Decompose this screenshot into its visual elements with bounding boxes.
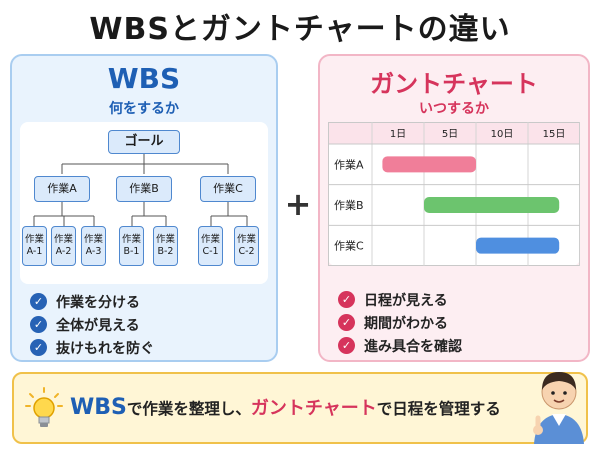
wbs-heading: WBS: [107, 62, 181, 95]
gantt-subheading: いつするか: [419, 101, 489, 117]
gantt-bar: [476, 237, 560, 254]
wbs-benefit-list: ✓作業を分ける ✓全体が見える ✓抜けもれを防ぐ: [30, 290, 154, 359]
wbs-connector-lines: [33, 154, 248, 226]
gantt-bar: [424, 197, 560, 213]
gantt-column-label: 15日: [543, 129, 566, 140]
list-item: ✓抜けもれを防ぐ: [30, 336, 154, 359]
check-circle-icon: ✓: [30, 339, 47, 356]
list-item: ✓進み具合を確認: [338, 334, 462, 357]
gantt-panel: ガントチャート いつするか 1日 5日 10日 15日作業A 作業B 作業C ✓日程が見え…: [318, 54, 590, 362]
list-item: ✓期間がわかる: [338, 311, 462, 334]
plus-sign: +: [284, 185, 312, 223]
wbs-panel: WBS 何をするか: [10, 54, 278, 362]
wbs-task-a: 作業A: [34, 176, 90, 202]
check-circle-icon: ✓: [338, 337, 355, 354]
gantt-bar: [382, 156, 476, 173]
gantt-row-label: 作業A: [334, 158, 364, 171]
summary-text: WBSで作業を整理し、ガントチャートで日程を管理する: [70, 395, 501, 420]
gantt-heading: ガントチャート: [370, 70, 538, 98]
check-circle-icon: ✓: [338, 291, 355, 308]
gantt-chart: 1日 5日 10日 15日作業A 作業B 作業C: [328, 122, 581, 266]
gantt-row-label: 作業B: [334, 199, 364, 212]
person-pointing-illustration: [533, 372, 584, 444]
gantt-column-label: 10日: [491, 129, 514, 140]
check-circle-icon: ✓: [30, 316, 47, 333]
list-item: ✓作業を分ける: [30, 290, 154, 313]
list-item: ✓日程が見える: [338, 288, 462, 311]
lightbulb-icon: [25, 387, 63, 427]
list-item: ✓全体が見える: [30, 313, 154, 336]
wbs-task-c: 作業C: [200, 176, 256, 202]
wbs-task-b: 作業B: [116, 176, 172, 202]
check-circle-icon: ✓: [30, 293, 47, 310]
summary-banner: WBSで作業を整理し、ガントチャートで日程を管理する: [12, 372, 588, 444]
gantt-row-label: 作業C: [334, 240, 364, 253]
gantt-column-label: 5日: [442, 129, 458, 140]
wbs-goal-node: ゴール: [108, 130, 180, 154]
wbs-subheading: 何をするか: [109, 101, 179, 117]
check-circle-icon: ✓: [338, 314, 355, 331]
page-title: WBSとガントチャートの違い: [89, 12, 511, 47]
gantt-header-row: [328, 122, 580, 144]
gantt-column-label: 1日: [390, 129, 406, 140]
gantt-benefit-list: ✓日程が見える ✓期間がわかる ✓進み具合を確認: [338, 288, 462, 357]
